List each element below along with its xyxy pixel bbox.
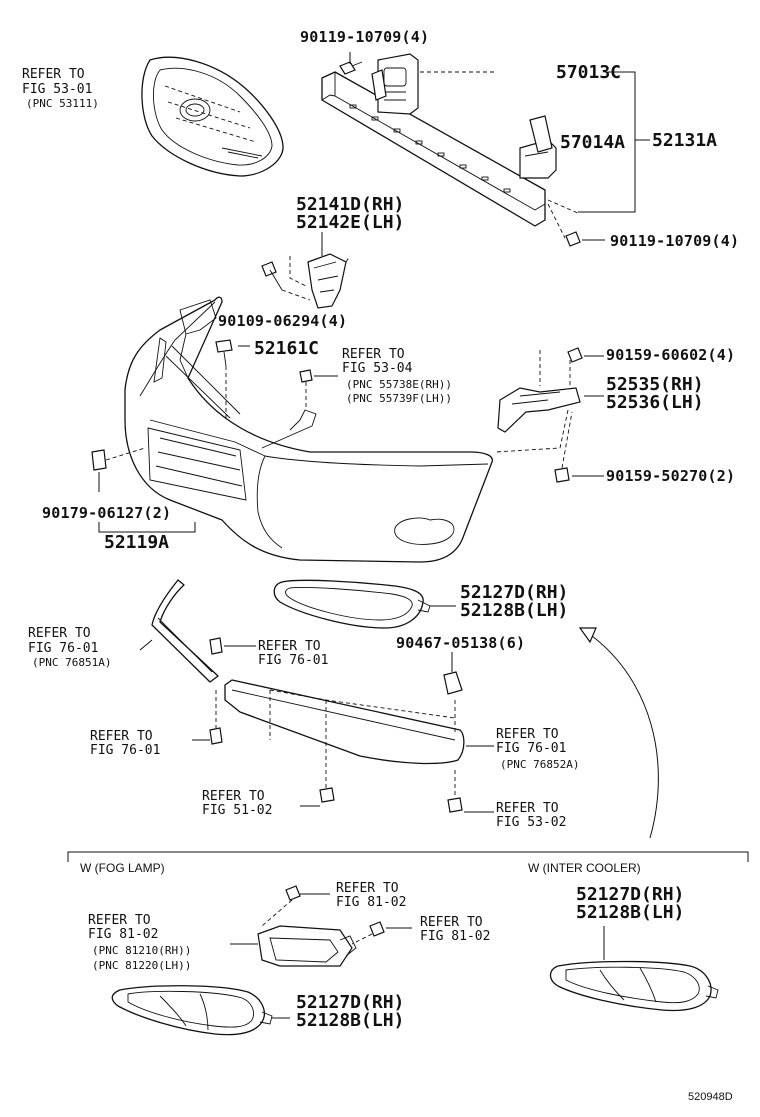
label-52119a: 52119A xyxy=(104,532,169,553)
fog-left-ref-line2: FIG 81-02 xyxy=(88,927,158,942)
section-inter-cooler: W (INTER COOLER) xyxy=(528,861,641,875)
spoiler-left-ref-line3: (PNC 76851A) xyxy=(32,656,111,669)
label-90119-top: 90119-10709(4) xyxy=(300,28,429,46)
hood-ref-line4: (PNC 55739F(LH)) xyxy=(346,392,452,405)
screw-53-ref-line1: REFER TO xyxy=(496,801,559,816)
spoiler-screw-icon xyxy=(192,690,223,745)
label-52131a: 52131A xyxy=(652,130,717,151)
spoiler-clip-icon xyxy=(209,637,256,655)
lower-spoiler-center xyxy=(224,679,494,790)
spoiler-right-ref-line3: (PNC 76852A) xyxy=(500,758,579,771)
label-57013c: 57013C xyxy=(556,62,621,83)
fog-right-ref-line2: FIG 81-02 xyxy=(420,929,490,944)
label-90159-60602: 90159-60602(4) xyxy=(606,346,735,364)
grille-ref-line1: REFER TO xyxy=(22,67,85,82)
spoiler-screw-ref-line1: REFER TO xyxy=(90,729,153,744)
label-52128b-fog: 52128B(LH) xyxy=(296,1010,404,1031)
fog-screw-top-icon xyxy=(261,885,330,927)
bracket-57014a xyxy=(519,115,557,179)
inter-cooler-cover xyxy=(549,926,719,1012)
label-90119-right: 90119-10709(4) xyxy=(610,232,739,250)
label-90109: 90109-06294(4) xyxy=(218,312,347,330)
hood-ref-line2: FIG 53-04 xyxy=(342,361,413,376)
bumper-side-bracket xyxy=(289,232,351,309)
fog-lamp-cover-mid xyxy=(273,579,456,629)
fog-right-ref-line1: REFER TO xyxy=(420,915,483,930)
fog-top-ref-line1: REFER TO xyxy=(336,881,399,896)
spoiler-clip-ref-line2: FIG 76-01 xyxy=(258,653,328,668)
screw-51-ref-line1: REFER TO xyxy=(202,789,265,804)
direction-arrow-icon xyxy=(578,627,659,839)
fog-left-ref-line1: REFER TO xyxy=(88,913,151,928)
spoiler-screw-ref-line2: FIG 76-01 xyxy=(90,743,160,758)
screw-53-ref-line2: FIG 53-02 xyxy=(496,815,566,830)
variant-section-frame xyxy=(67,851,749,862)
lower-spoiler-left xyxy=(139,579,219,683)
fog-left-ref-line3: (PNC 81210(RH)) xyxy=(92,944,191,957)
screw-53-02-icon xyxy=(447,770,494,813)
fog-left-ref-line4: (PNC 81220(LH)) xyxy=(92,959,191,972)
bolt-90159-60602-icon xyxy=(567,347,604,363)
front-bumper-cover xyxy=(124,296,493,563)
bolt-90119-right-icon xyxy=(565,231,581,247)
bolt-90119-top-icon xyxy=(339,61,363,75)
spoiler-left-ref-line1: REFER TO xyxy=(28,626,91,641)
spoiler-right-ref-line1: REFER TO xyxy=(496,727,559,742)
label-52161c: 52161C xyxy=(254,338,319,359)
label-52141d: 52141D(RH) xyxy=(296,194,404,215)
figure-id: 520948D xyxy=(688,1091,733,1103)
label-90159-50270: 90159-50270(2) xyxy=(606,467,735,485)
label-52127d-fog: 52127D(RH) xyxy=(296,992,404,1013)
hood-ref-line1: REFER TO xyxy=(342,347,405,362)
retainer-52161c-icon xyxy=(215,339,250,420)
bumper-spacer-52535 xyxy=(494,350,604,453)
label-52128b-ic: 52128B(LH) xyxy=(576,902,684,923)
hood-ref-line3: (PNC 55738E(RH)) xyxy=(346,378,452,391)
fog-top-ref-line2: FIG 81-02 xyxy=(336,895,406,910)
section-fog-lamp: W (FOG LAMP) xyxy=(80,861,165,875)
label-52127d-ic: 52127D(RH) xyxy=(576,884,684,905)
fog-lamp-cover-fog xyxy=(111,985,290,1036)
grille-ref-line3: (PNC 53111) xyxy=(26,97,99,110)
grille-ref-line2: FIG 53-01 xyxy=(22,82,92,97)
bumper-reinforcement xyxy=(321,71,546,227)
label-52128b-mid: 52128B(LH) xyxy=(460,600,568,621)
label-90467: 90467-05138(6) xyxy=(396,634,525,652)
label-52142e: 52142E(LH) xyxy=(296,212,404,233)
spoiler-left-ref-line2: FIG 76-01 xyxy=(28,641,98,656)
spoiler-clip-ref-line1: REFER TO xyxy=(258,639,321,654)
radiator-grille xyxy=(141,56,284,177)
clip-90467-icon xyxy=(443,652,463,695)
spoiler-right-ref-line2: FIG 76-01 xyxy=(496,741,566,756)
label-57014a: 57014A xyxy=(560,132,625,153)
label-52535: 52535(RH) xyxy=(606,374,704,395)
screw-51-02-icon xyxy=(300,787,335,807)
hood-lock-bolt-icon xyxy=(299,369,338,410)
bolt-90109-icon xyxy=(261,261,311,301)
label-52536: 52536(LH) xyxy=(606,392,704,413)
bolt-90159-50270-icon xyxy=(554,411,604,483)
bracket-57013c xyxy=(371,53,419,115)
label-52127d-mid: 52127D(RH) xyxy=(460,582,568,603)
fog-lamp-unit xyxy=(230,925,357,967)
label-90179: 90179-06127(2) xyxy=(42,504,171,522)
fog-screw-right-icon xyxy=(351,921,412,945)
clip-90179-icon xyxy=(91,447,196,533)
screw-51-ref-line2: FIG 51-02 xyxy=(202,803,272,818)
